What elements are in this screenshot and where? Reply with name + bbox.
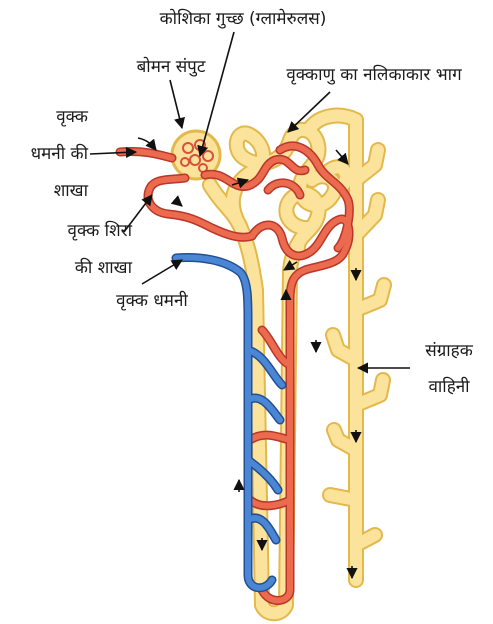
label-renal-artery-branch-3: शाखा xyxy=(0,180,88,202)
label-renal-artery-branch-2: धमनी की xyxy=(0,143,88,165)
label-collecting-duct-1: संग्राहक xyxy=(405,340,493,362)
label-glomerulus: कोशिका गुच्छ (ग्लामेरुलस) xyxy=(118,8,368,30)
label-renal-artery: वृक्क धमनी xyxy=(92,290,212,312)
label-collecting-duct-2: वाहिनी xyxy=(405,376,493,398)
label-tubule: वृक्काणु का नलिकाकार भाग xyxy=(258,64,490,86)
label-renal-vein-branch-2: की शाखा xyxy=(0,257,132,279)
label-renal-vein-branch-1: वृक्क शिरा xyxy=(0,220,132,242)
label-bowman-capsule: बोमन संपुट xyxy=(96,56,246,78)
label-renal-artery-branch-1: वृक्क xyxy=(0,106,88,128)
